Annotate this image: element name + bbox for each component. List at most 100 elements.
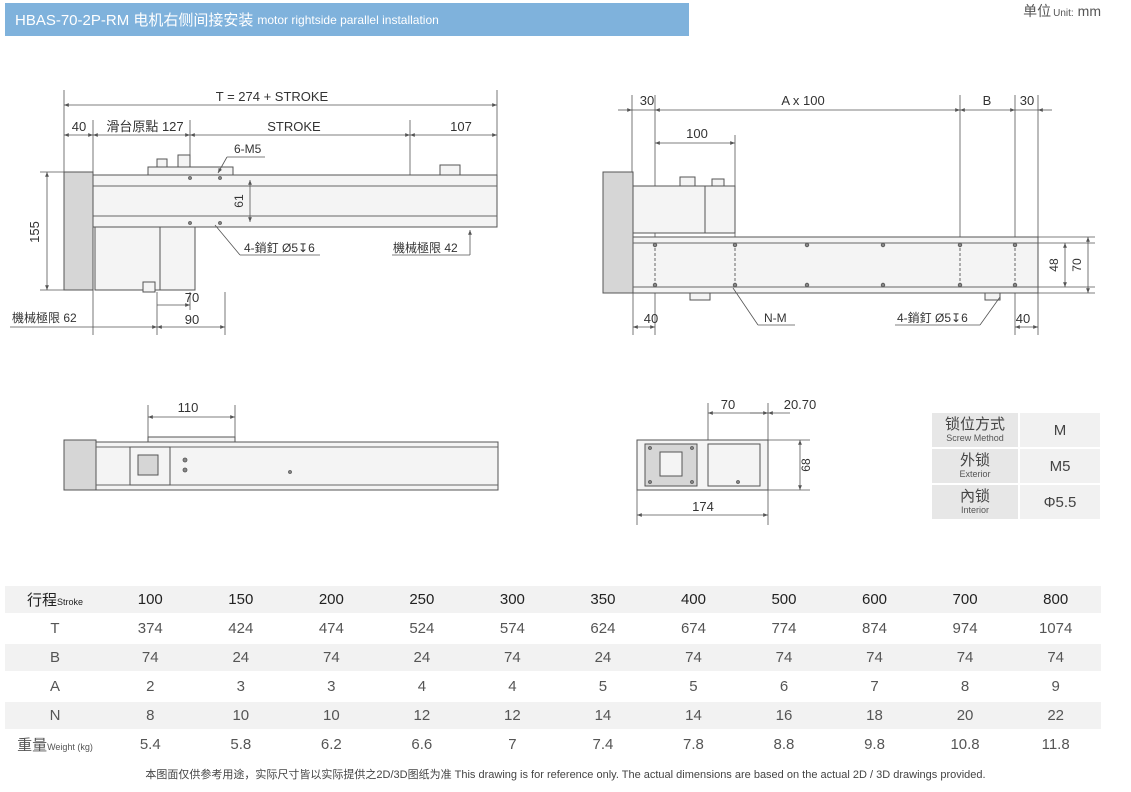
actuator-body	[92, 174, 498, 228]
spec-row-label: B	[5, 643, 105, 673]
spec-cell: 18	[829, 701, 920, 731]
screw-label-en: Screw Method	[946, 433, 1004, 443]
dim-front-40: 40	[72, 119, 86, 134]
side-end-cap	[63, 439, 97, 491]
spec-cell: 5.4	[105, 730, 196, 760]
stroke-value: 800	[1010, 586, 1101, 615]
spec-cell: 7.4	[557, 730, 649, 760]
stroke-value: 350	[557, 586, 649, 615]
screw-value: Φ5.5	[1019, 484, 1100, 521]
spec-cell: 12	[467, 701, 558, 731]
spec-row-label: 重量Weight (kg)	[5, 730, 105, 760]
dim-top-100: 100	[686, 126, 708, 141]
spec-cell: 74	[738, 643, 830, 673]
spec-cell: 574	[467, 614, 558, 644]
spec-cell: 14	[648, 701, 739, 731]
dim-end-174: 174	[692, 499, 714, 514]
motor-body	[94, 226, 161, 291]
spec-cell: 24	[557, 643, 649, 673]
spec-cell: 74	[829, 643, 920, 673]
end-cap-left	[63, 171, 94, 291]
dim-slide-origin: 滑台原點 127	[106, 119, 183, 134]
technical-drawings: T = 274 + STROKE 40 滑台原點 127 STROKE 107 …	[10, 89, 1095, 525]
spec-cell: 624	[557, 614, 649, 644]
spec-cell: 74	[1010, 643, 1101, 673]
spec-cell: 8	[105, 701, 196, 731]
spec-row-label-cn: A	[49, 678, 60, 695]
spec-cell: 524	[376, 614, 468, 644]
spec-cell: 7.8	[648, 730, 739, 760]
dim-end-2070: 20.70	[784, 397, 817, 412]
spec-row-label-cn: N	[49, 707, 61, 724]
dim-total-length: T = 274 + STROKE	[216, 89, 329, 104]
stroke-value: 600	[829, 586, 920, 615]
dim-61: 61	[232, 194, 246, 208]
screw-label-cn: 內锁	[959, 488, 990, 505]
screw-label-en: Exterior	[959, 469, 991, 479]
spec-row-label: N	[5, 701, 105, 731]
spec-cell: 74	[919, 643, 1011, 673]
dim-6m5: 6-M5	[234, 142, 262, 156]
stroke-value: 250	[376, 586, 468, 615]
dim-front-107: 107	[450, 119, 472, 134]
spec-cell: 24	[376, 643, 468, 673]
dim-top-pin: 4-銷釘 Ø5↧6	[897, 310, 968, 325]
dim-top-40-left: 40	[644, 311, 658, 326]
spec-cell: 4	[376, 672, 468, 702]
stroke-label: 行程Stroke	[5, 586, 105, 615]
side-view: 110	[63, 400, 499, 491]
stroke-label-cn: 行程	[26, 592, 57, 609]
spec-cell: 16	[738, 701, 830, 731]
dim-n-m: N-M	[764, 311, 787, 325]
spec-cell: 20	[919, 701, 1011, 731]
spec-row-label: T	[5, 614, 105, 644]
spec-cell: 10	[195, 701, 287, 731]
title-bar: HBAS-70-2P-RM 电机右侧间接安装 motor rightside p…	[5, 3, 689, 36]
spec-cell: 4	[467, 672, 558, 702]
spec-cell: 11.8	[1010, 730, 1101, 760]
dim-a-x-100: A x 100	[781, 93, 824, 108]
spec-cell: 10.8	[919, 730, 1011, 760]
spec-cell: 374	[105, 614, 196, 644]
screw-label-en: Interior	[960, 505, 989, 515]
spec-cell: 6.2	[286, 730, 377, 760]
unit-mm: mm	[1077, 3, 1101, 19]
spec-cell: 874	[829, 614, 920, 644]
stroke-value: 100	[105, 586, 196, 615]
spec-cell: 24	[195, 643, 287, 673]
spec-cell: 6.6	[376, 730, 468, 760]
dim-stroke: STROKE	[267, 119, 321, 134]
stroke-value: 150	[195, 586, 287, 615]
dim-side-110: 110	[178, 400, 199, 415]
spec-cell: 674	[648, 614, 739, 644]
depth-symbol: ↧	[298, 241, 308, 255]
spec-cell: 5	[557, 672, 649, 702]
dim-top-48: 48	[1047, 258, 1061, 272]
top-motor	[632, 185, 706, 234]
product-subtitle: motor rightside parallel installation	[257, 12, 439, 27]
depth-symbol: ↧	[951, 311, 961, 325]
spec-cell: 74	[105, 643, 196, 673]
footnote: 本图面仅供参考用途，实际尺寸皆以实际提供之2D/3D图纸为准 This draw…	[145, 769, 986, 781]
stroke-value: 500	[738, 586, 830, 615]
top-rail	[632, 236, 1039, 294]
spec-row-label: A	[5, 672, 105, 702]
spec-cell: 9.8	[829, 730, 920, 760]
spec-cell: 424	[195, 614, 287, 644]
spec-cell: 10	[286, 701, 377, 731]
dim-mech-limit-42: 機械極限 42	[393, 240, 458, 255]
dim-155: 155	[27, 221, 42, 243]
spec-cell: 5.8	[195, 730, 287, 760]
dim-front-90: 90	[185, 312, 199, 327]
screw-label-cn: 外锁	[959, 452, 990, 469]
dim-end-70: 70	[721, 397, 735, 412]
spec-cell: 9	[1010, 672, 1101, 702]
